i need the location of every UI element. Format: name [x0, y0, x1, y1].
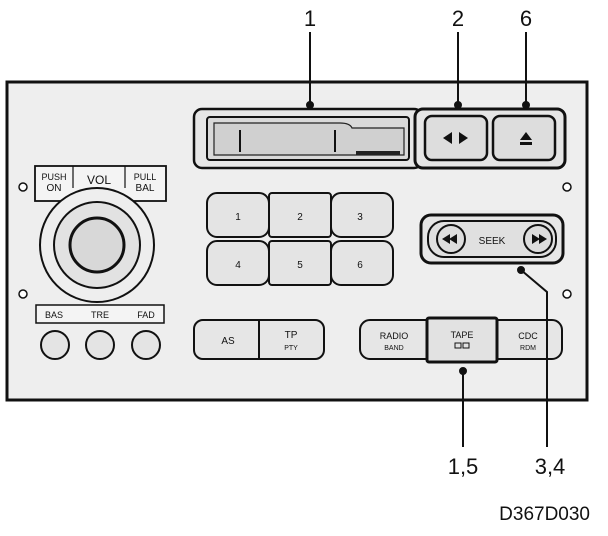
preset-label-3: 3 [357, 212, 363, 223]
push-label: PUSH [41, 172, 66, 182]
preset-button-2[interactable]: 2 [268, 192, 332, 238]
bas-label: BAS [45, 310, 63, 320]
right-arrow-icon [459, 132, 468, 144]
rdm-label: RDM [520, 345, 536, 352]
tape-reel-icon [454, 342, 470, 349]
eject-button[interactable] [491, 114, 557, 162]
preset-button-6[interactable]: 6 [330, 240, 394, 286]
callout-2: 2 [452, 6, 464, 31]
preset-button-5[interactable]: 5 [268, 240, 332, 286]
figure-code: D367D030 [499, 504, 590, 525]
preset-label-2: 2 [297, 212, 303, 223]
pty-label: PTY [284, 345, 298, 352]
as-label: AS [221, 336, 235, 347]
callout-3-4: 3,4 [535, 454, 566, 479]
volume-knob[interactable] [39, 187, 155, 303]
preset-label-6: 6 [357, 260, 363, 271]
preset-button-1[interactable]: 1 [206, 192, 270, 238]
leader-lines [306, 32, 548, 447]
callout-1-5: 1,5 [448, 454, 479, 479]
fast-forward-icon [532, 234, 547, 244]
pull-label: PULL [134, 172, 157, 182]
radio-label: RADIO [380, 331, 409, 341]
callout-1: 1 [304, 6, 316, 31]
bal-label: BAL [136, 183, 155, 194]
tp-button[interactable]: TP PTY [260, 322, 322, 357]
callout-6: 6 [520, 6, 532, 31]
tape-label: TAPE [451, 330, 474, 340]
as-button[interactable]: AS [196, 322, 258, 357]
seek-label: SEEK [479, 236, 506, 247]
preset-button-3[interactable]: 3 [330, 192, 394, 238]
as-tp-block [193, 319, 325, 360]
rewind-icon [442, 234, 457, 244]
radio-band-button[interactable]: RADIO BAND [380, 331, 409, 352]
bass-knob[interactable] [40, 330, 70, 360]
preset-button-4[interactable]: 4 [206, 240, 270, 286]
fad-label: FAD [137, 310, 155, 320]
tape-direction-button[interactable] [423, 114, 489, 162]
tape-button[interactable]: TAPE [425, 316, 499, 364]
treble-knob[interactable] [85, 330, 115, 360]
tone-label-strip [35, 304, 165, 324]
preset-label-4: 4 [235, 260, 241, 271]
on-label: ON [47, 183, 62, 194]
seek-forward-button[interactable] [523, 224, 553, 254]
left-arrow-icon [443, 132, 452, 144]
tre-label: TRE [91, 310, 109, 320]
mounting-holes [18, 182, 572, 299]
band-label: BAND [384, 345, 403, 352]
preset-label-1: 1 [235, 212, 241, 223]
vol-label: VOL [87, 173, 111, 187]
tp-label: TP [285, 330, 298, 341]
cassette-slot [192, 107, 424, 170]
seek-back-button[interactable] [436, 224, 466, 254]
cdc-label: CDC [518, 331, 538, 341]
eject-icon [520, 132, 532, 145]
preset-label-5: 5 [297, 260, 303, 271]
fader-knob[interactable] [131, 330, 161, 360]
cdc-rdm-button[interactable]: CDC RDM [518, 331, 538, 352]
